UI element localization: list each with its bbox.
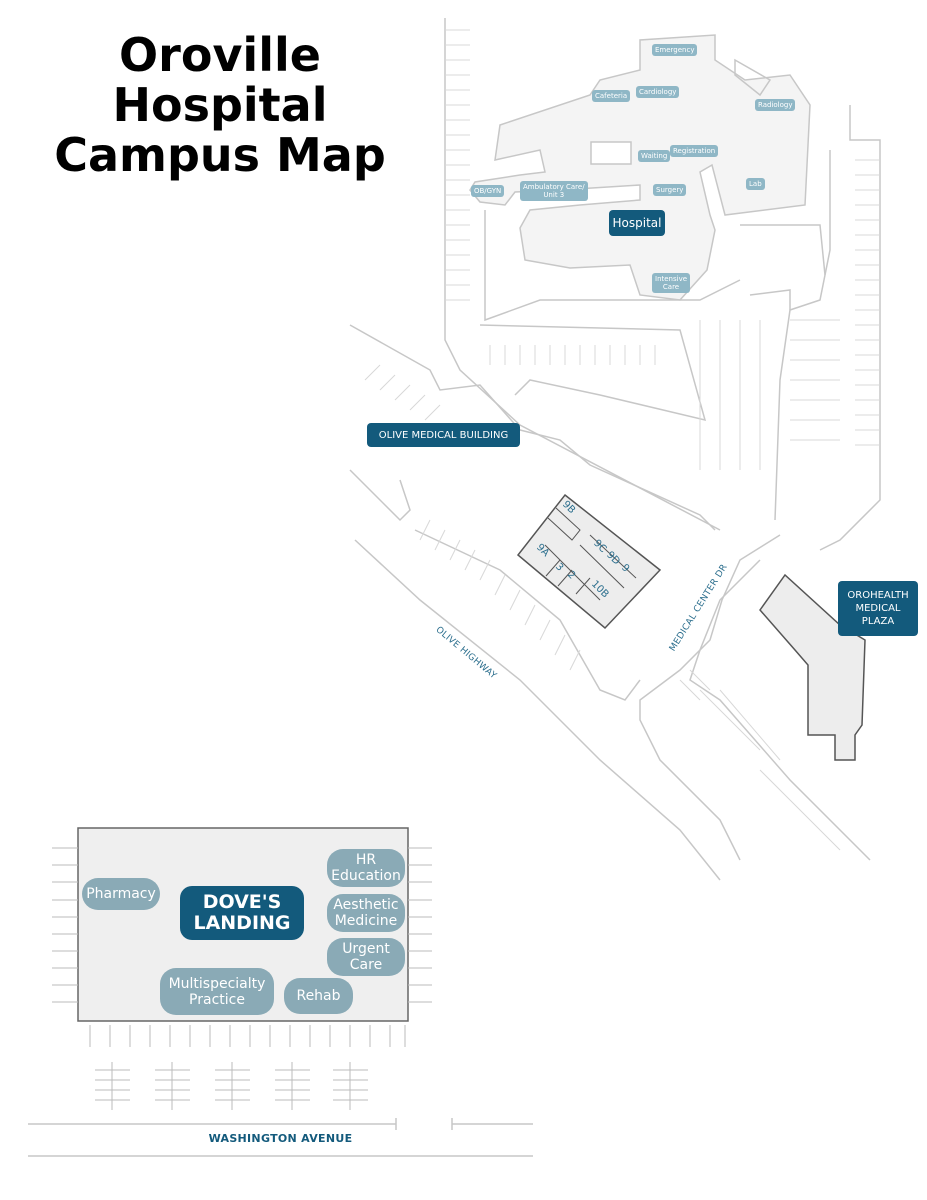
page-title: Oroville Hospital Campus Map [20, 30, 420, 180]
title-line1: Oroville Hospital [112, 28, 328, 132]
doves-pharmacy[interactable]: Pharmacy [82, 878, 160, 910]
dept-lab[interactable]: Lab [746, 178, 765, 190]
dept-cafeteria[interactable]: Cafeteria [592, 90, 631, 102]
dept-cardiology[interactable]: Cardiology [636, 86, 680, 98]
olive-medical-building-label[interactable]: OLIVE MEDICAL BUILDING [367, 423, 520, 447]
medical-center-dr [639, 534, 781, 861]
doves-hr-education[interactable]: HR Education [327, 849, 405, 887]
dept-registration[interactable]: Registration [670, 145, 719, 157]
hospital-building [469, 34, 811, 301]
dept-ambulatory-care[interactable]: Ambulatory Care/ Unit 3 [520, 181, 588, 201]
dept-surgery[interactable]: Surgery [653, 184, 687, 196]
dept-obgyn[interactable]: OB/GYN [471, 185, 505, 197]
washington-avenue-top [28, 1118, 533, 1130]
hospital-label[interactable]: Hospital [609, 210, 665, 236]
doves-rehab[interactable]: Rehab [284, 978, 353, 1014]
dept-radiology[interactable]: Radiology [755, 99, 796, 111]
dept-emergency[interactable]: Emergency [652, 44, 698, 56]
doves-urgent-care[interactable]: Urgent Care [327, 938, 405, 976]
orohealth-medical-plaza-label[interactable]: OROHEALTH MEDICAL PLAZA [838, 581, 918, 636]
washington-avenue-label: WASHINGTON AVENUE [208, 1132, 353, 1145]
title-line2: Campus Map [54, 128, 386, 182]
olive-medical-building [516, 493, 662, 630]
doves-landing-label[interactable]: DOVE'S LANDING [180, 886, 304, 940]
doves-aesthetic-medicine[interactable]: Aesthetic Medicine [327, 894, 405, 932]
dept-intensive-care[interactable]: Intensive Care [652, 273, 691, 293]
doves-multispecialty-practice[interactable]: Multispecialty Practice [160, 968, 274, 1015]
olive-highway [354, 539, 721, 881]
dept-waiting[interactable]: Waiting [638, 150, 671, 162]
